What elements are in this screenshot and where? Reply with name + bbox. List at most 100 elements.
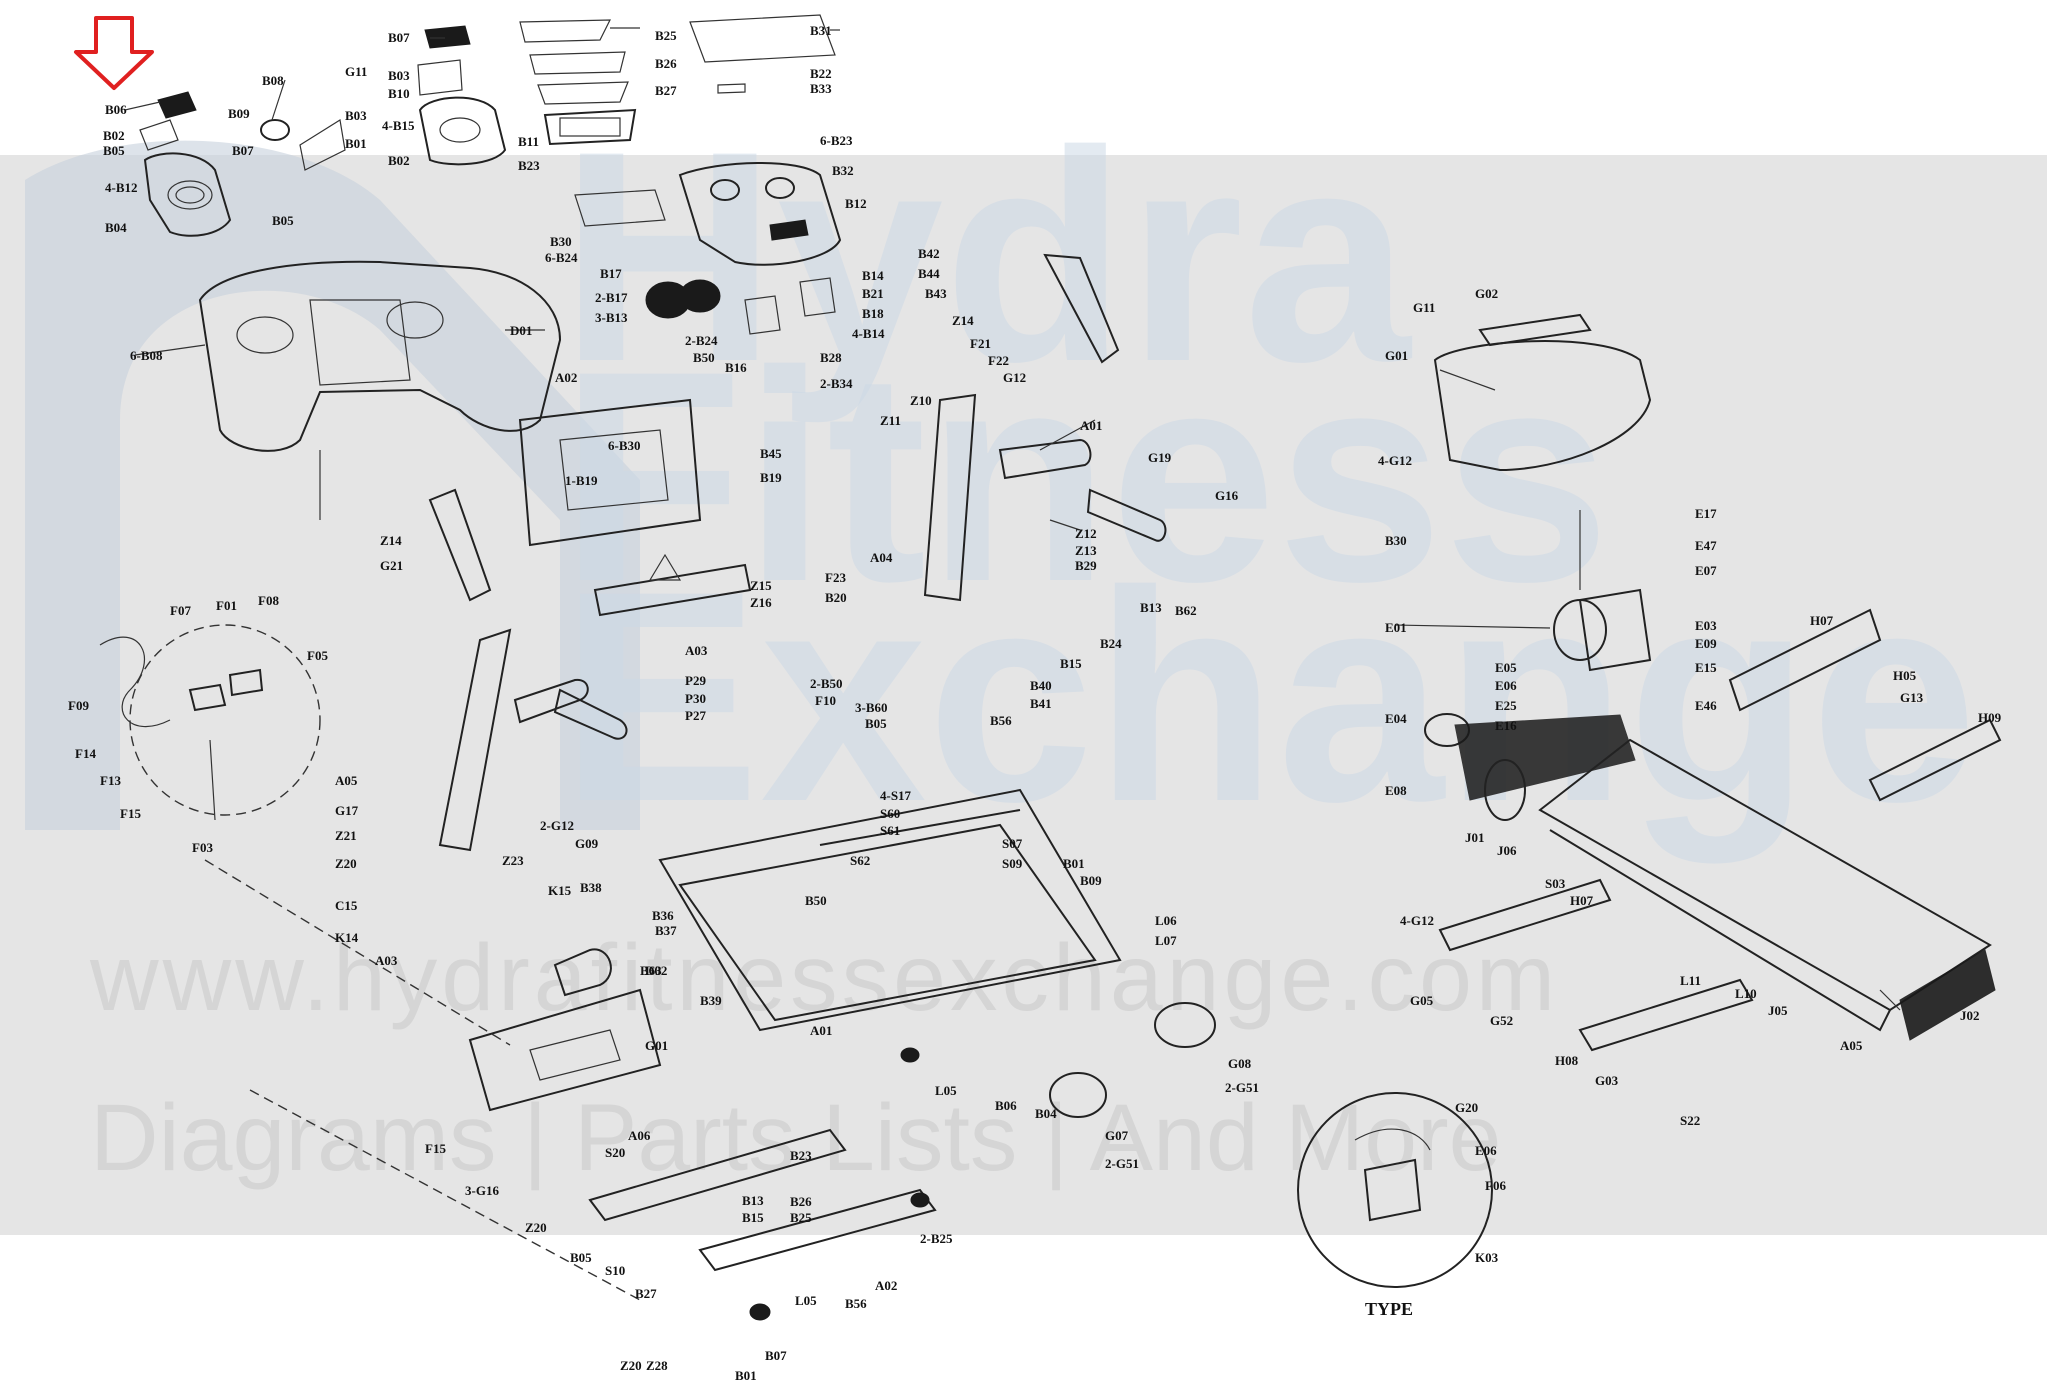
label-s62: S62	[850, 853, 870, 868]
label-z11: Z11	[880, 413, 901, 428]
label-b42: B42	[918, 246, 940, 261]
label-a01: A01	[1080, 418, 1102, 433]
label-s22: S22	[1680, 1113, 1700, 1128]
label-4-g12-2: 4-G12	[1400, 913, 1434, 928]
label-g09: G09	[575, 836, 599, 851]
label-g20: G20	[1455, 1100, 1478, 1115]
label-3-b60: 3-B60	[855, 700, 888, 715]
label-f06: F06	[1485, 1178, 1506, 1193]
label-b29: B29	[1075, 558, 1097, 573]
label-e04: E04	[1385, 711, 1407, 726]
label-a04: A04	[870, 550, 893, 565]
label-b05: B05	[103, 143, 125, 158]
label-z20-3: Z20	[620, 1358, 642, 1373]
label-b18: B18	[862, 306, 884, 321]
label-d02: D02	[645, 963, 667, 978]
label-b28: B28	[820, 350, 842, 365]
label-b01-3: B01	[735, 1368, 757, 1383]
motor-hood-and-bracket	[518, 398, 752, 617]
label-b13-2: B13	[742, 1193, 764, 1208]
label-g05: G05	[1410, 993, 1434, 1008]
label-e08: E08	[1385, 783, 1407, 798]
label-l11: L11	[1680, 973, 1701, 988]
label-f21: F21	[970, 336, 991, 351]
label-z20: Z20	[335, 856, 357, 871]
label-b22: B22	[810, 66, 832, 81]
label-b25: B25	[655, 28, 677, 43]
label-b56-2: B56	[845, 1296, 867, 1311]
label-g12: G12	[1003, 370, 1026, 385]
label-p27: P27	[685, 708, 706, 723]
label-b62: B62	[1175, 603, 1197, 618]
label-b05-2: B05	[272, 213, 294, 228]
watermark-tagline: Diagrams | Parts Lists | And More	[90, 1085, 1502, 1191]
label-s09: S09	[1002, 856, 1023, 871]
label-b08: B08	[262, 73, 284, 88]
label-b20: B20	[825, 590, 847, 605]
label-b30: B30	[550, 234, 572, 249]
label-g07: G07	[1105, 1128, 1129, 1143]
label-b12: B12	[845, 196, 867, 211]
label-g16: G16	[1215, 488, 1239, 503]
label-b05-3: B05	[865, 716, 887, 731]
label-b03: B03	[345, 108, 367, 123]
label-b04-2: B04	[1035, 1106, 1057, 1121]
label-3-g16: 3-G16	[465, 1183, 499, 1198]
label-b04: B04	[105, 220, 127, 235]
deck-assembly	[1297, 313, 2002, 1288]
label-b09-2: B09	[1080, 873, 1102, 888]
label-f15-2: F15	[425, 1141, 446, 1156]
label-b07-2: B07	[388, 30, 410, 45]
label-detail-type: TYPE	[1365, 1299, 1413, 1319]
label-b56: B56	[990, 713, 1012, 728]
label-z21: Z21	[335, 828, 357, 843]
label-f03: F03	[192, 840, 213, 855]
label-e06-2: E06	[1475, 1143, 1497, 1158]
label-e06: E06	[1495, 678, 1517, 693]
label-b41: B41	[1030, 696, 1052, 711]
label-b10: B10	[388, 86, 410, 101]
watermark-band	[0, 155, 2047, 1235]
label-s60: S60	[880, 806, 900, 821]
label-s10: S10	[605, 1263, 625, 1278]
label-b40: B40	[1030, 678, 1052, 693]
power-cord-detail	[99, 624, 321, 821]
label-a03: A03	[685, 643, 708, 658]
label-4-s17: 4-S17	[880, 788, 912, 803]
label-b16: B16	[725, 360, 747, 375]
label-b26: B26	[655, 56, 677, 71]
label-b07: B07	[232, 143, 254, 158]
label-h09: H09	[1978, 710, 2002, 725]
label-h07-2: H07	[1570, 893, 1594, 908]
label-b01: B01	[345, 136, 367, 151]
watermark-url: www.hydrafitnessexchange.com	[89, 925, 1559, 1031]
label-a02-2: A02	[875, 1278, 897, 1293]
label-f13: F13	[100, 773, 121, 788]
label-b15-2: B15	[742, 1210, 764, 1225]
label-c15: C15	[335, 898, 358, 913]
label-b26-2: B26	[790, 1194, 812, 1209]
watermark-logo	[25, 140, 640, 830]
red-arrow-icon	[74, 16, 154, 90]
base-frame	[468, 788, 1216, 1321]
label-e15: E15	[1695, 660, 1717, 675]
label-b05-4: B05	[570, 1250, 592, 1265]
label-2-g51-2: 2-G51	[1105, 1156, 1139, 1171]
watermark-brand-line1: Hydra	[560, 88, 1412, 426]
label-b44: B44	[918, 266, 940, 281]
label-2-b25: 2-B25	[920, 1231, 953, 1246]
label-b50: B50	[693, 350, 715, 365]
label-6-b24: 6-B24	[545, 250, 578, 265]
label-2-b24: 2-B24	[685, 333, 718, 348]
label-f09: F09	[68, 698, 89, 713]
label-b02-2: B02	[388, 153, 410, 168]
label-e05: E05	[1495, 660, 1517, 675]
label-a06: A06	[628, 1128, 651, 1143]
label-j02: J02	[1960, 1008, 1980, 1023]
label-a02: A02	[555, 370, 577, 385]
label-b27: B27	[655, 83, 677, 98]
label-b14: B14	[862, 268, 884, 283]
label-e07: E07	[1695, 563, 1717, 578]
label-b39: B39	[700, 993, 722, 1008]
